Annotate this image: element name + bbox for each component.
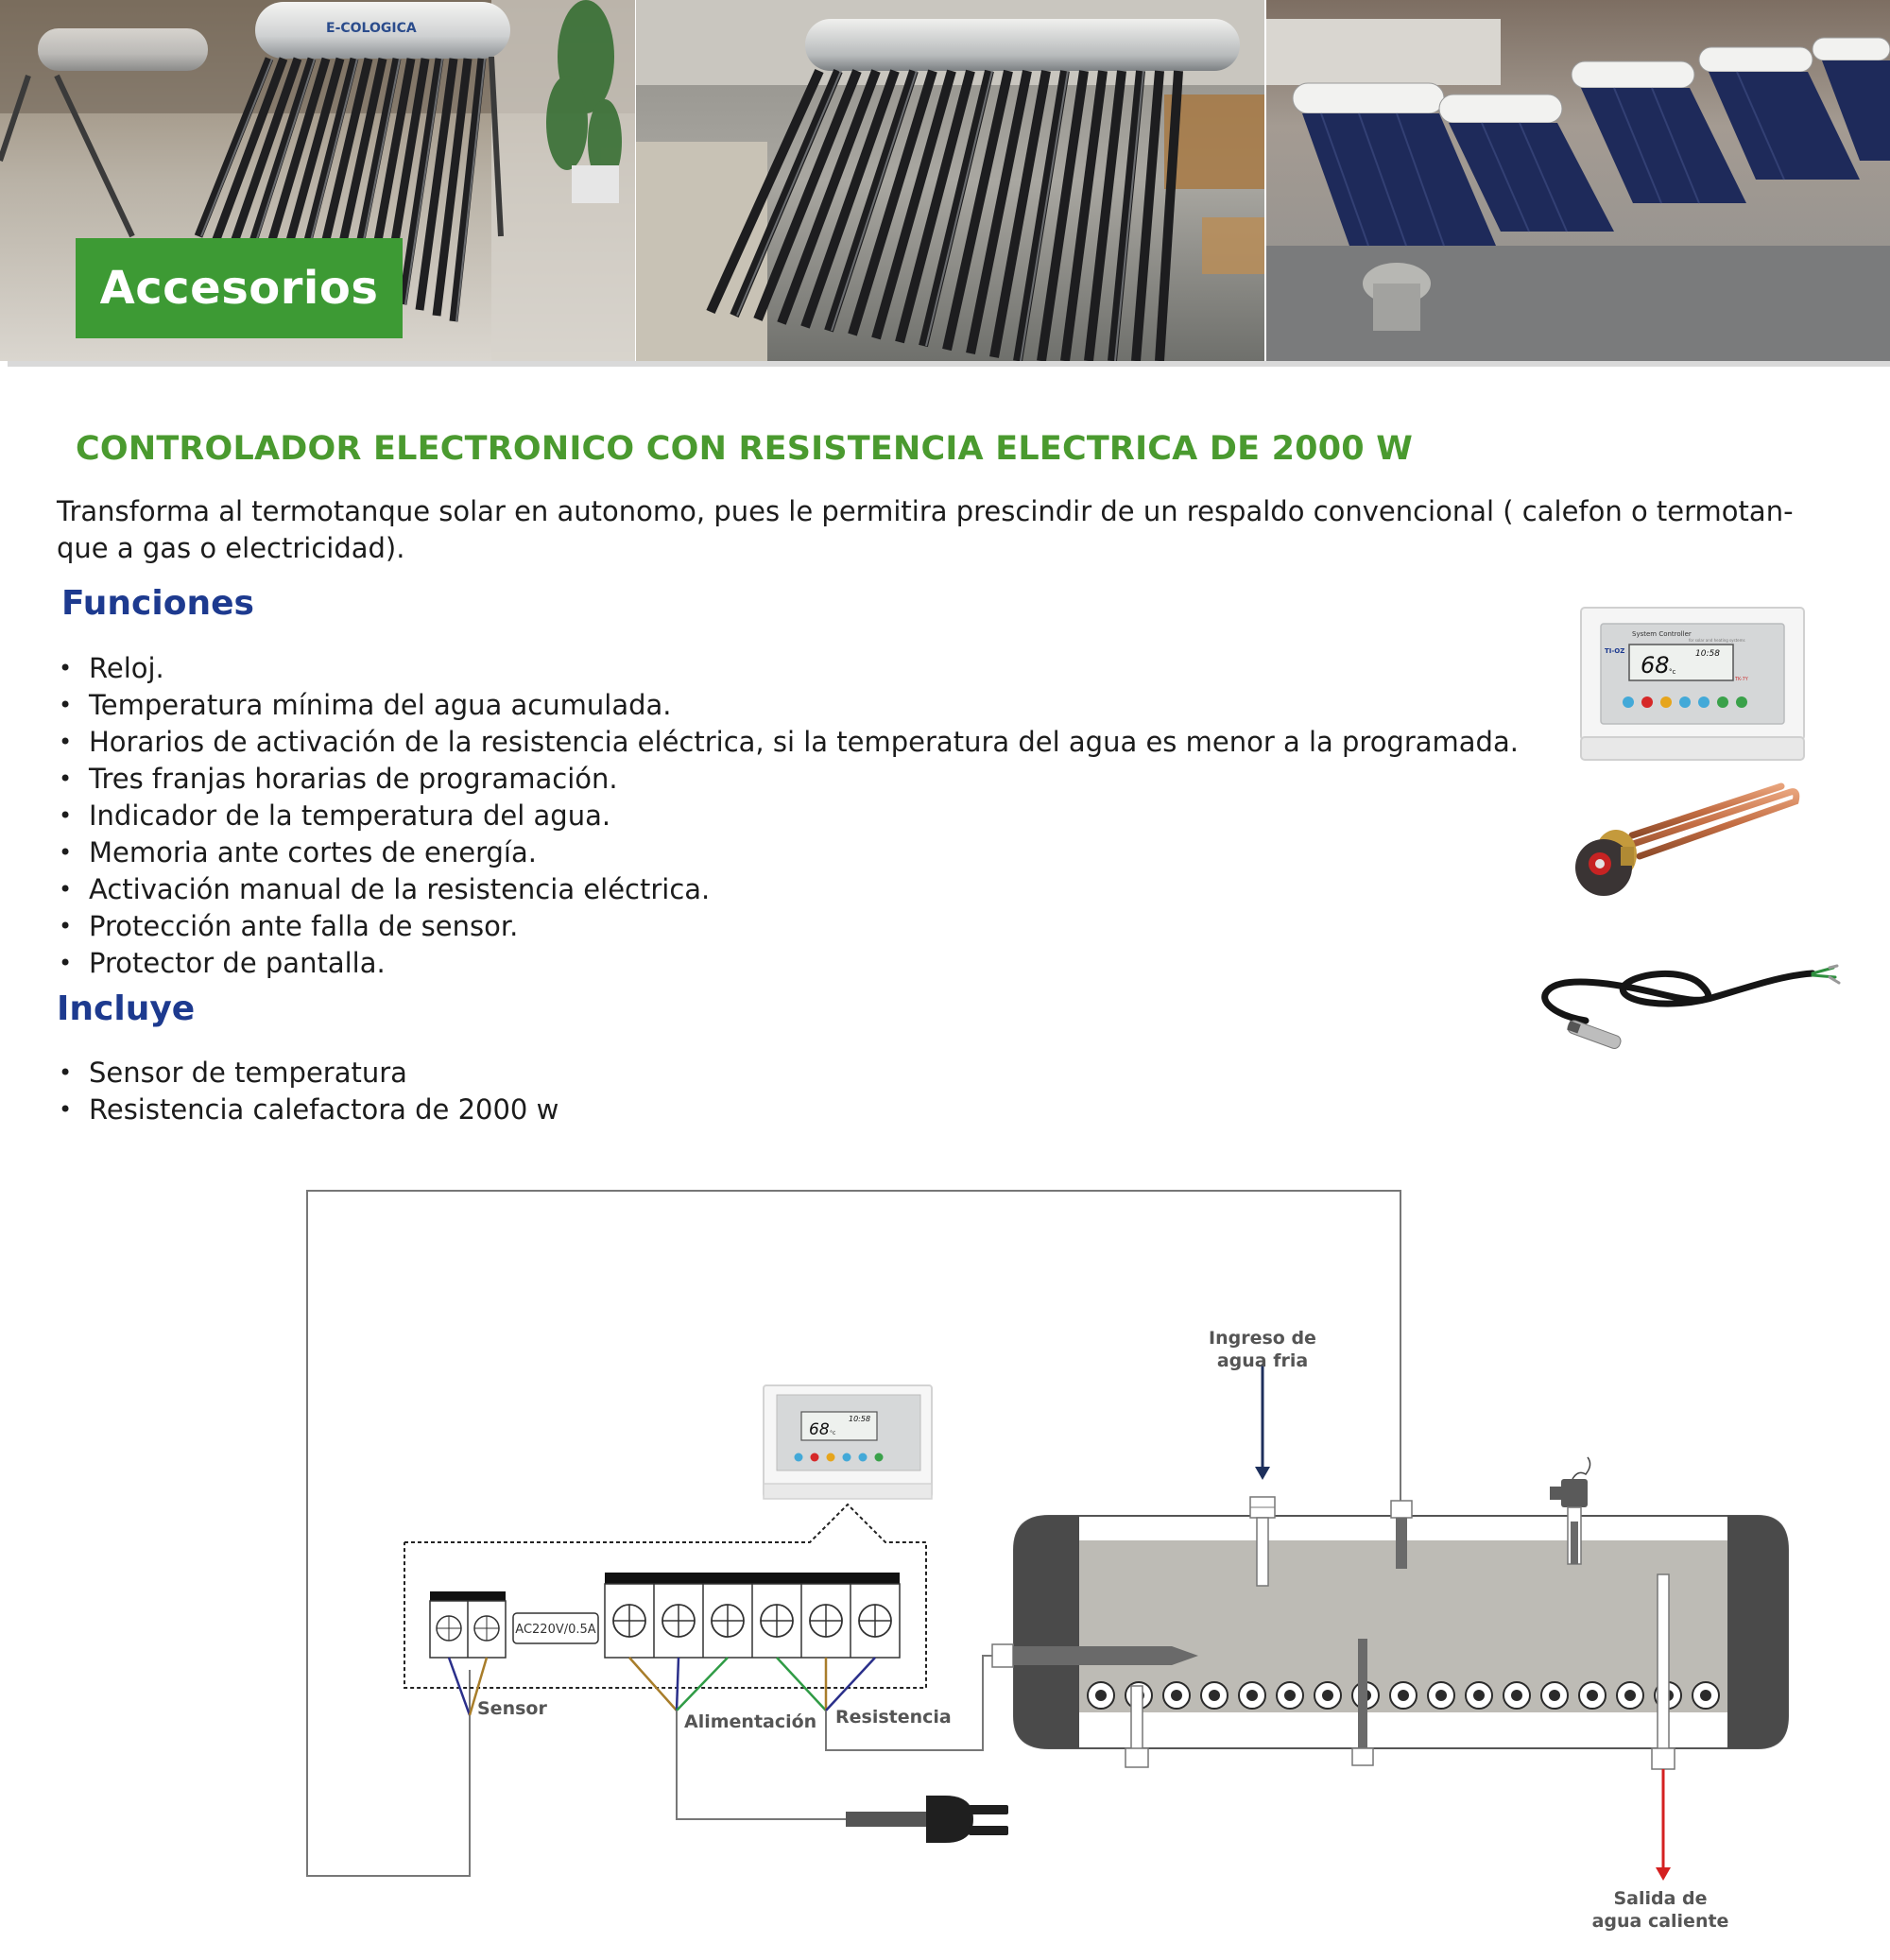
list-item: Reloj. (57, 650, 1519, 687)
controller-brand: TI-OZ (1605, 647, 1624, 655)
sensor-terminal-block (429, 1591, 507, 1659)
hot-outlet-arrow (1656, 1769, 1671, 1881)
list-item: Memoria ante cortes de energía. (57, 834, 1519, 871)
sensor-well (1390, 1500, 1413, 1569)
hot-outlet-label-line-1: Salida de (1613, 1888, 1707, 1909)
main-terminal-block (604, 1573, 901, 1659)
diagram-controller-temperature: 68 (809, 1420, 830, 1439)
cold-inlet-pipe (1249, 1496, 1276, 1587)
controller-header: System Controller (1632, 630, 1692, 638)
resistance-wire (825, 1655, 1002, 1751)
list-item: Tres franjas horarias de programación. (57, 761, 1519, 798)
functions-list: Reloj. Temperatura mínima del agua acumu… (57, 650, 1519, 982)
functions-heading: Funciones (61, 584, 254, 623)
list-item: Indicador de la temperatura del agua. (57, 798, 1519, 834)
includes-heading: Incluye (57, 989, 196, 1028)
rating-badge (512, 1612, 599, 1644)
terminal-callout (404, 1503, 927, 1689)
list-item: Activación manual de la resistencia eléc… (57, 871, 1519, 908)
sensor-label: Sensor (477, 1698, 547, 1719)
photo-warehouse-heater (635, 0, 1264, 361)
banner-divider (8, 361, 1890, 367)
section-label: Accesorios (76, 238, 403, 338)
photo-rooftop-heaters (1264, 0, 1890, 361)
product-title: CONTROLADOR ELECTRONICO CON RESISTENCIA … (76, 430, 1413, 468)
list-item: Temperatura mínima del agua acumulada. (57, 687, 1519, 724)
description-line-1: Transforma al termotanque solar en auton… (57, 495, 1794, 527)
header-banner: E-COLOGICA (0, 0, 1890, 361)
description-line-2: que a gas o electricidad). (57, 532, 405, 564)
controller-buttons (1623, 696, 1747, 708)
list-item: Protección ante falla de sensor. (57, 908, 1519, 945)
list-item: Protector de pantalla. (57, 945, 1519, 982)
cold-inlet-label-line-2: agua fria (1217, 1350, 1308, 1371)
diagram-controller-clock: 10:58 (849, 1415, 870, 1423)
diagram-controller-unit: °c (830, 1430, 835, 1436)
list-item: Resistencia calefactora de 2000 w (57, 1092, 558, 1128)
controller-unit: °c (1669, 668, 1676, 676)
resistance-label: Resistencia (835, 1707, 952, 1728)
list-item: Horarios de activación de la resistencia… (57, 724, 1519, 761)
heating-rod (991, 1643, 1198, 1668)
sensor-wire (306, 1190, 1401, 1877)
drain-pipe (1125, 1685, 1149, 1768)
controller-temperature: 68 (1641, 652, 1670, 679)
power-plug-icon (846, 1796, 1008, 1843)
includes-list: Sensor de temperatura Resistencia calefa… (57, 1055, 558, 1128)
hot-outlet-label-line-2: agua caliente (1592, 1911, 1729, 1932)
controller-clock: 10:58 (1695, 649, 1720, 659)
product-description: Transforma al termotanque solar en auton… (57, 493, 1814, 567)
rating-label: AC220V/0.5A (515, 1623, 596, 1637)
controller-unit-image: System Controller for solar and heating … (1580, 607, 1805, 761)
relief-valve-icon (1550, 1456, 1591, 1565)
list-item: Sensor de temperatura (57, 1055, 558, 1092)
controller-subheader: for solar and heating systems (1689, 638, 1745, 643)
cold-inlet-label-line-1: Ingreso de (1209, 1328, 1316, 1349)
power-label: Alimentación (684, 1711, 816, 1732)
photo-showroom-heaters: E-COLOGICA (0, 0, 635, 361)
wiring-diagram: 68 °c 10:58 AC220V/0.5A (306, 1190, 1789, 1932)
temperature-sensor-image (1541, 964, 1841, 1049)
brand-mark: E-COLOGICA (326, 21, 417, 36)
hot-outlet-pipe (1651, 1573, 1675, 1770)
diagram-controller: 68 °c 10:58 (763, 1384, 933, 1500)
heating-element-image (1575, 782, 1800, 896)
cold-inlet-arrow (1255, 1365, 1270, 1480)
controller-model: TK-7Y (1734, 677, 1749, 682)
wiring (447, 1657, 876, 1716)
anode-rod (1358, 1639, 1367, 1762)
power-cord-wire (676, 1711, 846, 1820)
